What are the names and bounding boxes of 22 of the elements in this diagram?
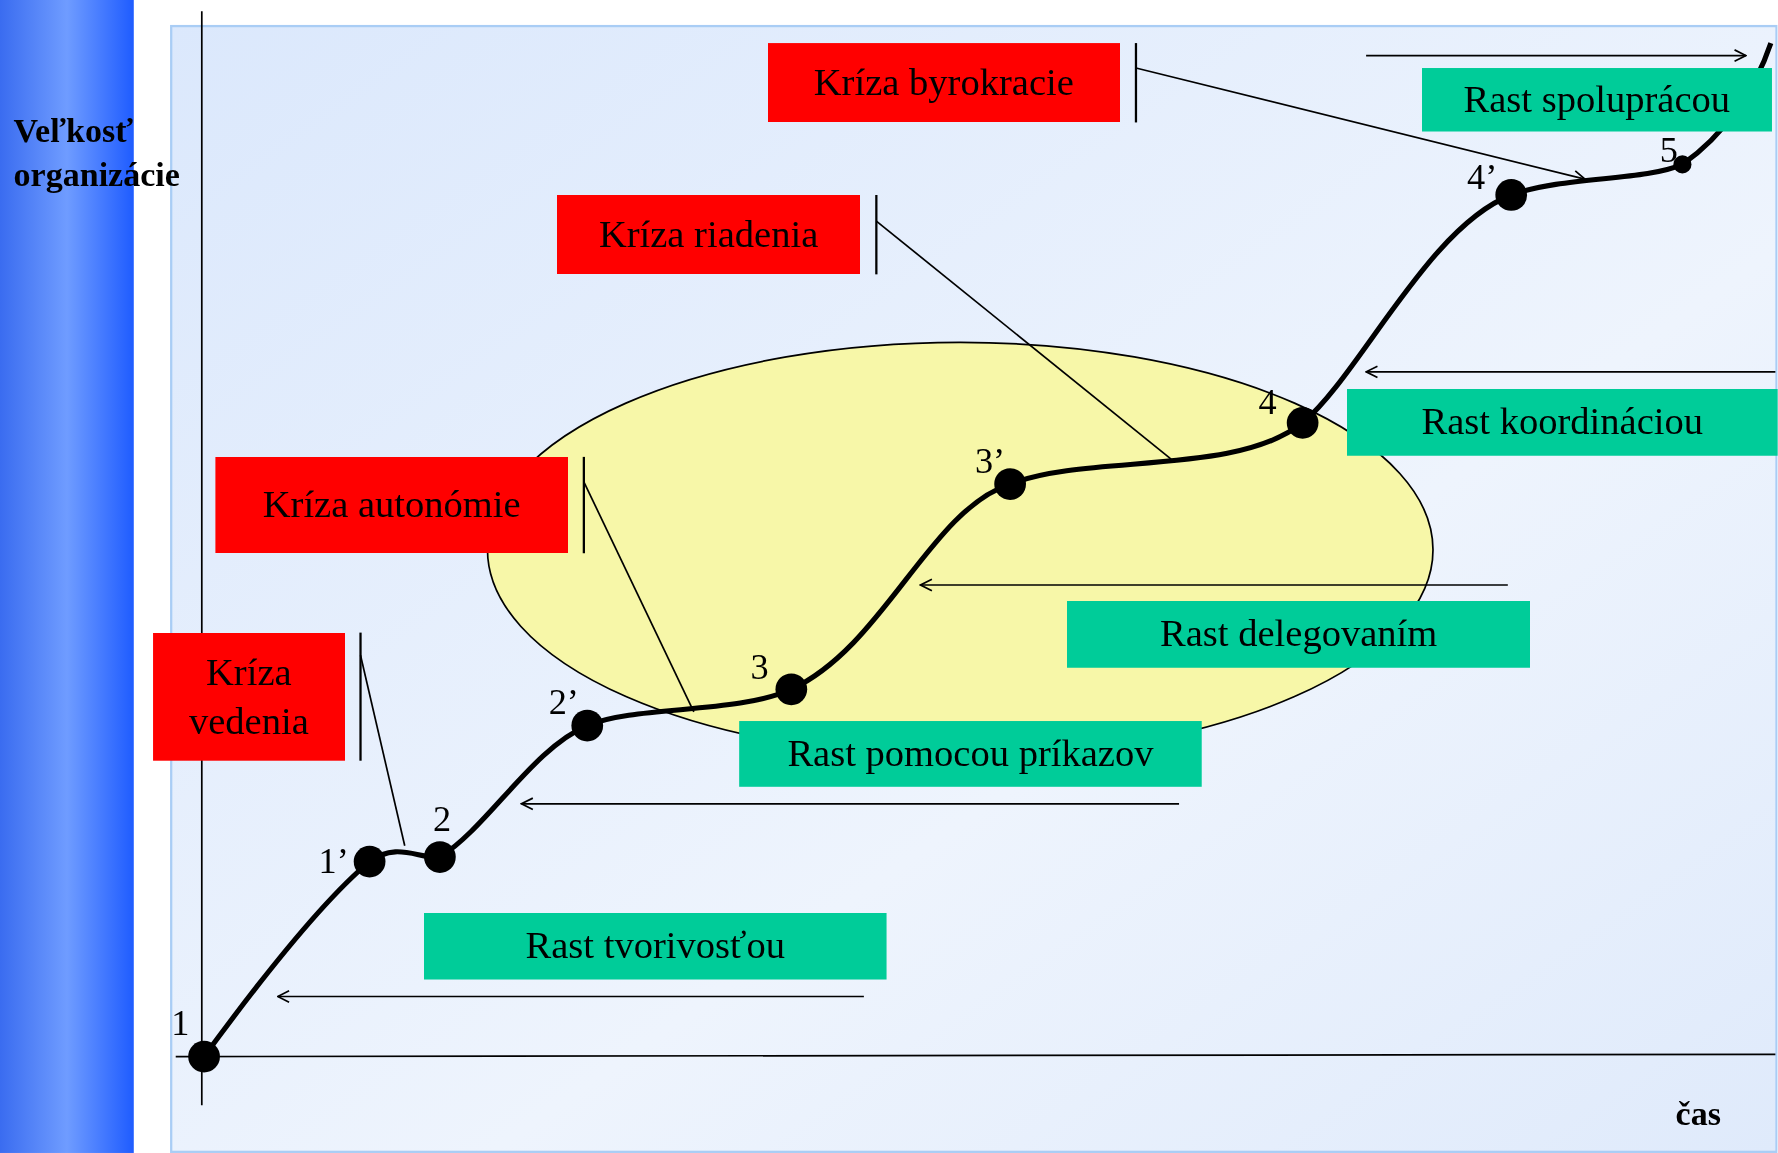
- growth-box: Rast delegovaním: [1066, 600, 1531, 668]
- growth-box: Rast tvorivosťou: [424, 912, 887, 980]
- growth-box: Rast koordináciou: [1346, 388, 1778, 456]
- point-label: 2: [433, 800, 452, 837]
- crisis-box: Kríza byrokracie: [767, 43, 1138, 123]
- point-label: 1: [171, 1004, 190, 1041]
- point-label: 5: [1659, 131, 1678, 168]
- axis-title: čas: [1675, 1093, 1722, 1134]
- point-label: 1’: [318, 842, 349, 879]
- point-label: 4’: [1467, 158, 1498, 195]
- crisis-box: Kríza vedenia: [153, 632, 362, 761]
- crisis-box: Kríza autonómie: [215, 456, 585, 554]
- point-label: 4: [1258, 383, 1277, 420]
- point-label: 3: [750, 648, 769, 685]
- point-label: 3’: [975, 442, 1006, 479]
- leader-line: [875, 220, 1172, 460]
- leader-line: [359, 654, 406, 847]
- growth-box: Rast spoluprácou: [1421, 68, 1772, 132]
- leader-line: [583, 480, 695, 713]
- growth-box: Rast pomocou príkazov: [739, 721, 1202, 787]
- point-label: 2’: [548, 683, 579, 720]
- crisis-box: Kríza riadenia: [556, 195, 878, 275]
